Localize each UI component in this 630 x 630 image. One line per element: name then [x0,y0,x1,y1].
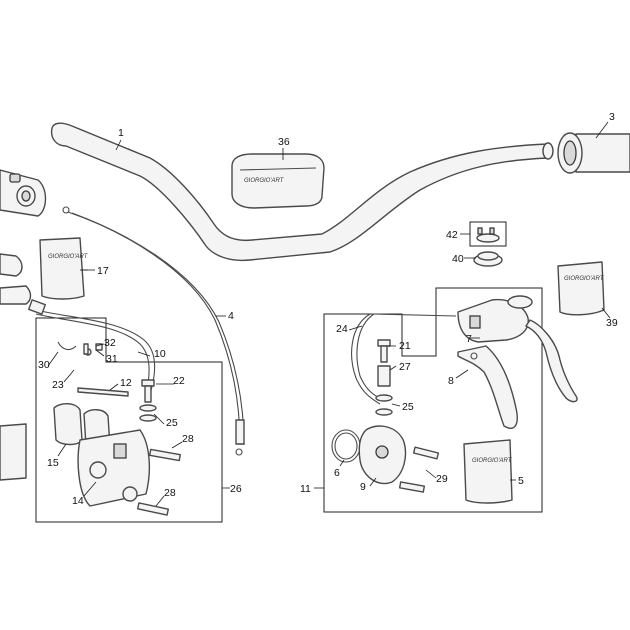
callout-25-left: 25 [166,417,178,429]
brake-caliper-14 [77,429,151,507]
callout-12: 12 [120,377,132,389]
grip [557,132,630,174]
front-brake-lever [525,319,578,403]
callout-26: 26 [230,483,242,495]
brake-hose [28,299,156,395]
callout-14: 14 [72,495,84,507]
master-cylinder-7 [457,295,533,343]
left-switch-assembly [0,169,47,217]
handlebar [50,122,554,262]
banjo-bolt-22 [141,379,155,403]
callout-15: 15 [47,457,59,469]
washers-25-right [375,394,393,416]
callout-24: 24 [336,323,348,335]
bag39-brand-label: GIORGIO'ART [564,276,605,282]
callout-25-right: 25 [402,401,414,413]
leader-lines [47,121,611,507]
callout-7: 7 [466,333,472,345]
washers-25-left [139,404,157,422]
callout-21: 21 [399,340,411,352]
callout-27: 27 [399,361,411,373]
callout-1: 1 [118,127,124,139]
callout-22: 22 [173,375,185,387]
reservoir-cap-40 [473,251,503,267]
callout-36: 36 [278,136,290,148]
clutch-cable [62,206,245,456]
o-ring-6 [331,429,361,463]
front-brake-hose [351,313,457,405]
callout-10: 10 [154,348,166,360]
assembly-box-11 [323,287,543,513]
assembly-box-26 [35,317,223,523]
callout-40: 40 [452,253,464,265]
caliper-bolt-28a [149,448,181,462]
callout-30: 30 [38,359,50,371]
pad-brand-label: GIORGIO'ART [244,178,285,184]
fitting-27 [377,365,391,387]
callout-29: 29 [436,473,448,485]
caliper-bolt-28b [137,502,169,516]
handlebar-pad: GIORGIO'ART [231,153,325,209]
callout-42: 42 [446,229,458,241]
callout-9: 9 [360,481,366,493]
callout-32: 32 [104,337,116,349]
protective-bag-left-edge [0,423,27,481]
callout-8: 8 [448,375,454,387]
bolt-29b [398,481,426,493]
protective-bag-5: GIORGIO'ART [463,439,513,504]
callout-3: 3 [609,111,615,123]
callout-31: 31 [106,353,118,365]
protective-bag-17: GIORGIO'ART [39,237,89,300]
banjo-bolt-21 [377,339,391,363]
brake-body-9 [358,425,407,485]
pad-pin-12 [77,387,129,397]
callout-39: 39 [606,317,618,329]
callout-11: 11 [300,483,311,495]
small-parts-left [57,341,103,356]
screw-set-42 [469,221,507,247]
lever-guard-8 [457,345,518,429]
callout-17: 17 [97,265,109,277]
callout-28-upper: 28 [182,433,194,445]
callout-4: 4 [228,310,234,322]
bag5-brand-label: GIORGIO'ART [472,458,513,464]
callout-5: 5 [518,475,524,487]
callout-labels: 1 36 3 4 17 10 22 12 23 30 31 32 25 28 1… [38,111,618,507]
bolt-29a [412,446,440,460]
callout-28-lower: 28 [164,487,176,499]
left-lever-bracket [0,253,32,305]
bag17-brand-label: GIORGIO'ART [48,254,89,260]
callout-23: 23 [52,379,64,391]
callout-6: 6 [334,467,340,479]
protective-bag-39: GIORGIO'ART [557,261,605,316]
